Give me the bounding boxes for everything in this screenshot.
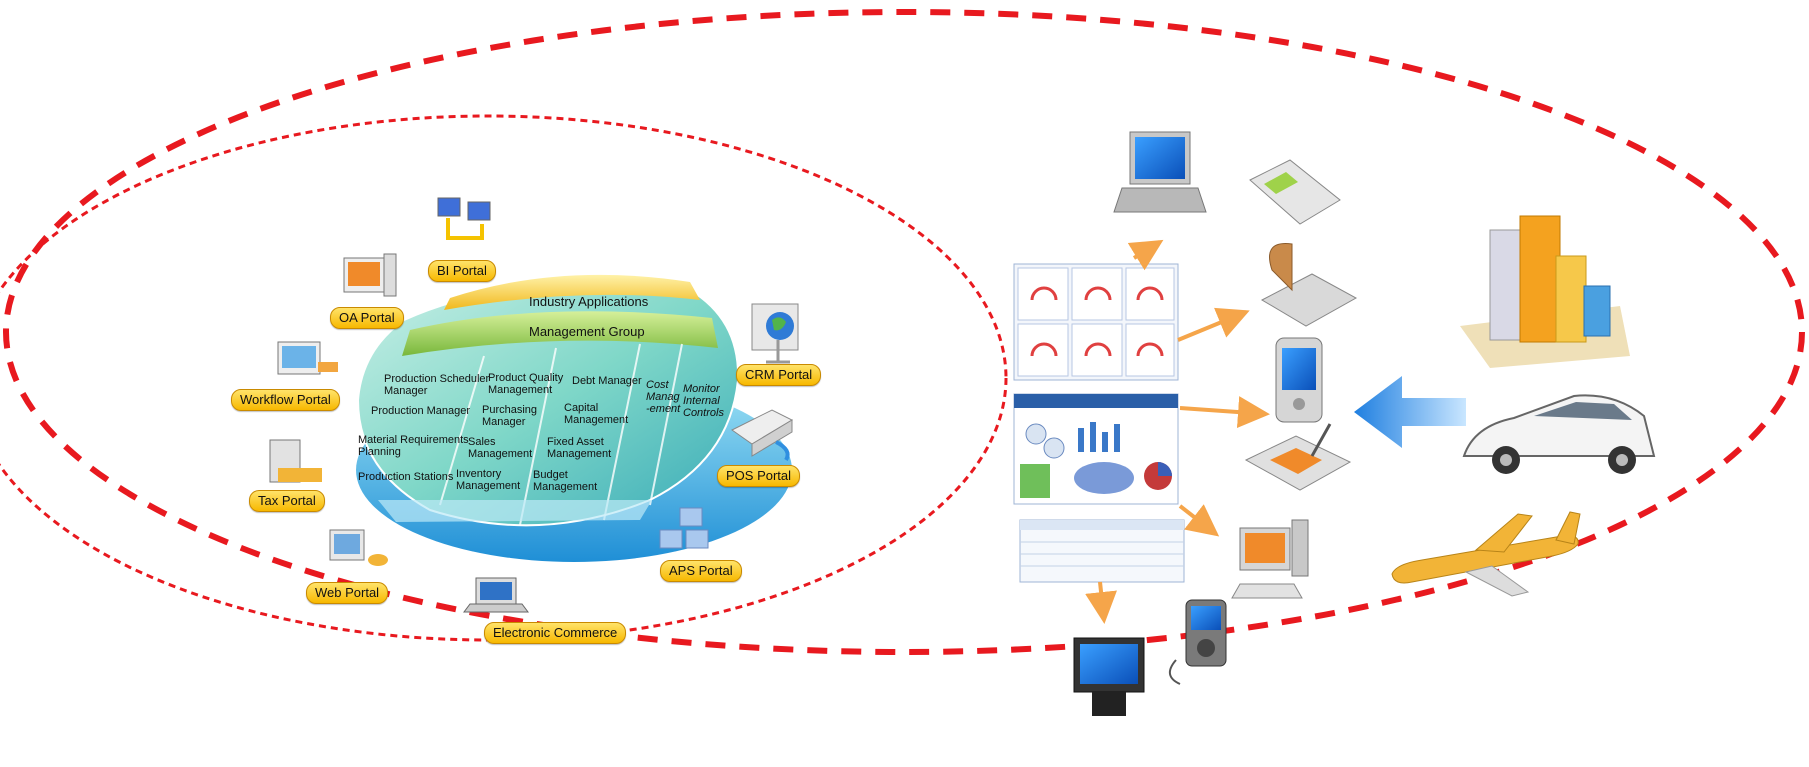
module-purchasing-manager: Purchasing Manager bbox=[482, 404, 538, 428]
module-inventory-management: Inventory Management bbox=[456, 468, 521, 492]
flow-arrows bbox=[1085, 239, 1270, 624]
crm-globe-icon bbox=[751, 303, 799, 364]
tv-icon bbox=[1073, 637, 1145, 716]
web-portal-label: Web Portal bbox=[306, 582, 389, 604]
bi-computers-icon bbox=[437, 197, 491, 240]
pda-icon bbox=[1275, 337, 1323, 423]
dashboard-charts-screen bbox=[1013, 393, 1179, 505]
airplane-icon bbox=[1391, 511, 1581, 597]
industry-applications-label: Industry Applications bbox=[529, 294, 649, 309]
car-icon bbox=[1462, 394, 1656, 474]
buildings-icon bbox=[1460, 215, 1630, 368]
mp3-player-icon bbox=[1169, 599, 1227, 685]
crm-portal-label: CRM Portal bbox=[736, 364, 822, 386]
ecommerce-laptop-icon bbox=[463, 577, 529, 613]
cordless-phone-icon bbox=[1249, 159, 1341, 225]
electronic-commerce-label: Electronic Commerce bbox=[484, 622, 627, 644]
tax-portal-label: Tax Portal bbox=[249, 490, 325, 512]
module-sales-management: Sales Management bbox=[468, 436, 533, 460]
module-product-quality-management: Product Quality Management bbox=[488, 372, 564, 396]
pos-portal-label: POS Portal bbox=[717, 465, 801, 487]
module-fixed-asset-management: Fixed Asset Management bbox=[547, 436, 612, 460]
desk-phone-icon bbox=[1260, 243, 1358, 327]
aps-portal-label: APS Portal bbox=[660, 560, 742, 582]
tablet-pen-icon bbox=[1244, 423, 1352, 491]
laptop-icon bbox=[1113, 131, 1207, 213]
module-monitor-internal-controls: Monitor Internal Controls bbox=[683, 383, 724, 419]
module-budget-management: Budget Management bbox=[533, 469, 598, 493]
management-group-label: Management Group bbox=[529, 324, 645, 339]
module-production-scheduler-manager: Production Scheduler Manager bbox=[384, 373, 490, 397]
module-production-stations: Production Stations bbox=[358, 471, 454, 483]
big-blue-arrow-icon bbox=[1354, 376, 1466, 448]
tax-building-icon bbox=[269, 439, 322, 483]
workflow-portal-label: Workflow Portal bbox=[231, 389, 340, 411]
erp-disc bbox=[356, 274, 792, 562]
workflow-monitor-icon bbox=[277, 341, 338, 375]
aps-blocks-icon bbox=[659, 507, 709, 549]
oa-portal-label: OA Portal bbox=[330, 307, 404, 329]
module-capital-management: Capital Management bbox=[564, 402, 629, 426]
module-material-requirements-planning: Material Requirements Planning bbox=[358, 434, 469, 458]
module-debt-manager: Debt Manager bbox=[572, 375, 642, 387]
dashboard-gauges-screen bbox=[1013, 263, 1179, 381]
module-production-manager: Production Manager bbox=[371, 405, 471, 417]
desktop-pc-icon bbox=[1231, 519, 1309, 599]
pos-terminal-icon bbox=[731, 409, 794, 462]
outer-dashed-ellipse bbox=[3, 9, 1805, 655]
web-cart-icon bbox=[329, 529, 388, 566]
oa-computer-icon bbox=[343, 253, 397, 297]
bi-portal-label: BI Portal bbox=[428, 260, 496, 282]
dashboard-table-screen bbox=[1019, 519, 1185, 583]
module-cost-management: Cost Manag -ement bbox=[646, 379, 681, 415]
